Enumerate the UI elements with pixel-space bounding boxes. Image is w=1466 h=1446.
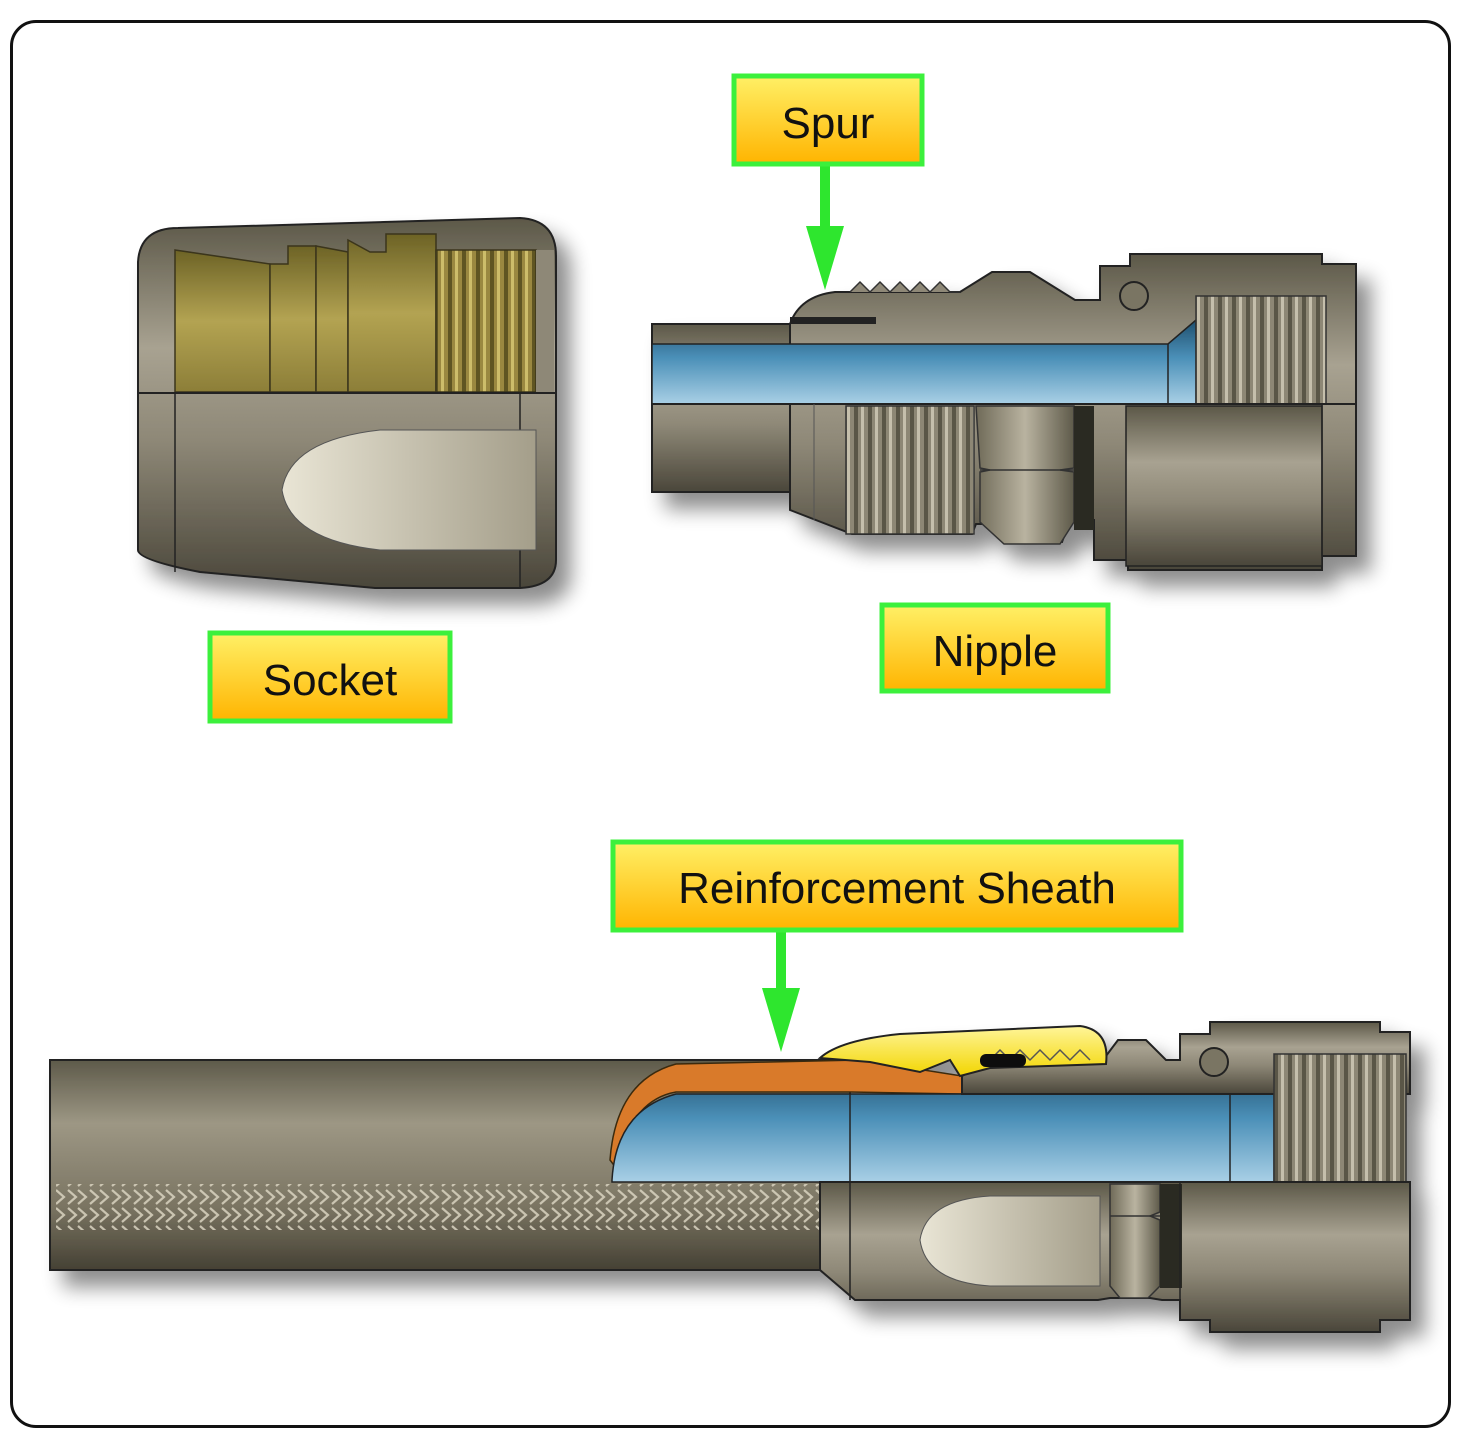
- socket-label: Socket: [207, 630, 453, 724]
- spur-label: Spur: [731, 73, 925, 167]
- assembly-part: [49, 1021, 1411, 1333]
- sheath-arrow: [762, 932, 800, 1052]
- sheath-label-text: Reinforcement Sheath: [678, 864, 1116, 913]
- spur-label-text: Spur: [782, 99, 875, 148]
- spur-arrow: [806, 165, 844, 290]
- socket-label-text: Socket: [263, 656, 398, 705]
- nipple-part: [651, 253, 1357, 571]
- sheath-label: Reinforcement Sheath: [610, 839, 1184, 933]
- socket-part: [137, 216, 557, 589]
- nipple-label-text: Nipple: [933, 627, 1058, 676]
- nipple-label: Nipple: [879, 602, 1111, 694]
